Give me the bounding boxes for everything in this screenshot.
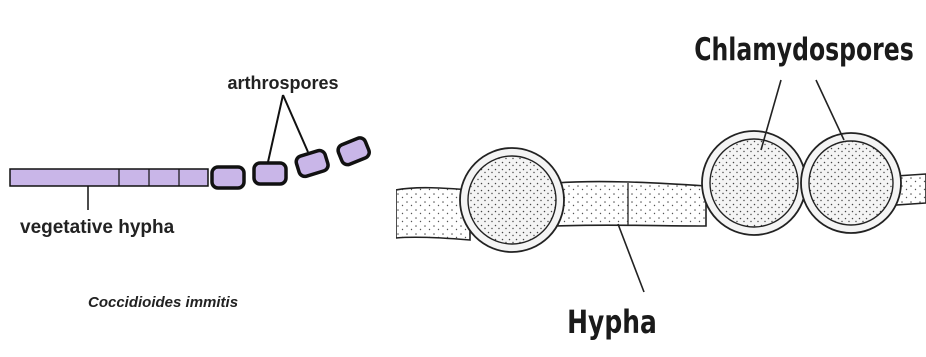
- chlamydospore-inner: [710, 139, 798, 227]
- vegetative-hypha-label: vegetative hypha: [20, 217, 175, 238]
- chlamydospores-diagram: Chlamydospores Hypha: [396, 0, 926, 357]
- chlamydospore-inner: [809, 141, 893, 225]
- vegetative-hypha-bar: [10, 169, 208, 186]
- chlamydospores-panel: Chlamydospores Hypha: [396, 0, 926, 357]
- coccidioides-diagram: arthrospores vegetative hypha Coccidioid…: [0, 0, 396, 357]
- hypha-label: Hypha: [567, 303, 657, 341]
- arthrospore: [295, 149, 330, 178]
- arthrospores-pointer: [283, 95, 308, 152]
- arthrospore: [254, 163, 286, 184]
- chlamydospores-pointer: [816, 80, 844, 140]
- coccidioides-panel: arthrospores vegetative hypha Coccidioid…: [0, 0, 396, 357]
- arthrospore: [212, 167, 244, 188]
- chlamydospores-label: Chlamydospores: [694, 32, 914, 68]
- hypha-segment: [396, 188, 470, 240]
- hypha-segment: [556, 182, 706, 226]
- arthrospores-pointer: [268, 95, 283, 162]
- chlamydospore-inner: [468, 156, 556, 244]
- arthrospore: [336, 136, 371, 166]
- species-label: Coccidioides immitis: [88, 294, 238, 311]
- hypha-pointer: [618, 224, 644, 292]
- arthrospores-label: arthrospores: [227, 73, 338, 93]
